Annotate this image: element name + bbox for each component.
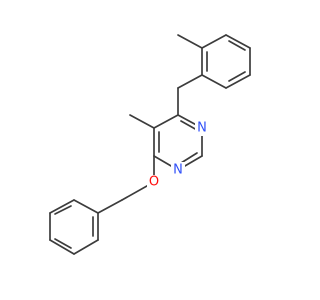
bond: [228, 40, 246, 51]
tolyl-ring: [201, 34, 251, 89]
methyl-bond-mid: [129, 114, 155, 129]
bond: [73, 239, 99, 255]
bond: [153, 114, 179, 129]
atom-n2: N: [171, 162, 185, 178]
bond: [54, 238, 72, 249]
ch2-bond: [177, 74, 203, 89]
bond: [180, 152, 198, 164]
phenyl-ring: [49, 199, 99, 255]
ether-bond: [97, 199, 123, 214]
bond: [49, 199, 75, 214]
methyl-bond-top: [177, 34, 203, 49]
bond: [225, 74, 251, 89]
atom-n1-label: N: [197, 121, 207, 136]
atom-n2-label: N: [173, 163, 183, 178]
bond: [73, 199, 99, 214]
atom-n1: N: [195, 121, 209, 136]
structure-canvas: N N O: [49, 34, 251, 255]
bond: [54, 205, 72, 215]
atom-o1-label: O: [149, 175, 159, 190]
bond: [225, 34, 251, 49]
bond: [180, 120, 198, 131]
bond: [49, 239, 75, 255]
bond: [201, 74, 227, 89]
molecule-drawing: N N O: [49, 34, 251, 255]
bond: [201, 34, 227, 49]
atom-o1: O: [147, 175, 161, 190]
bond: [228, 71, 246, 82]
